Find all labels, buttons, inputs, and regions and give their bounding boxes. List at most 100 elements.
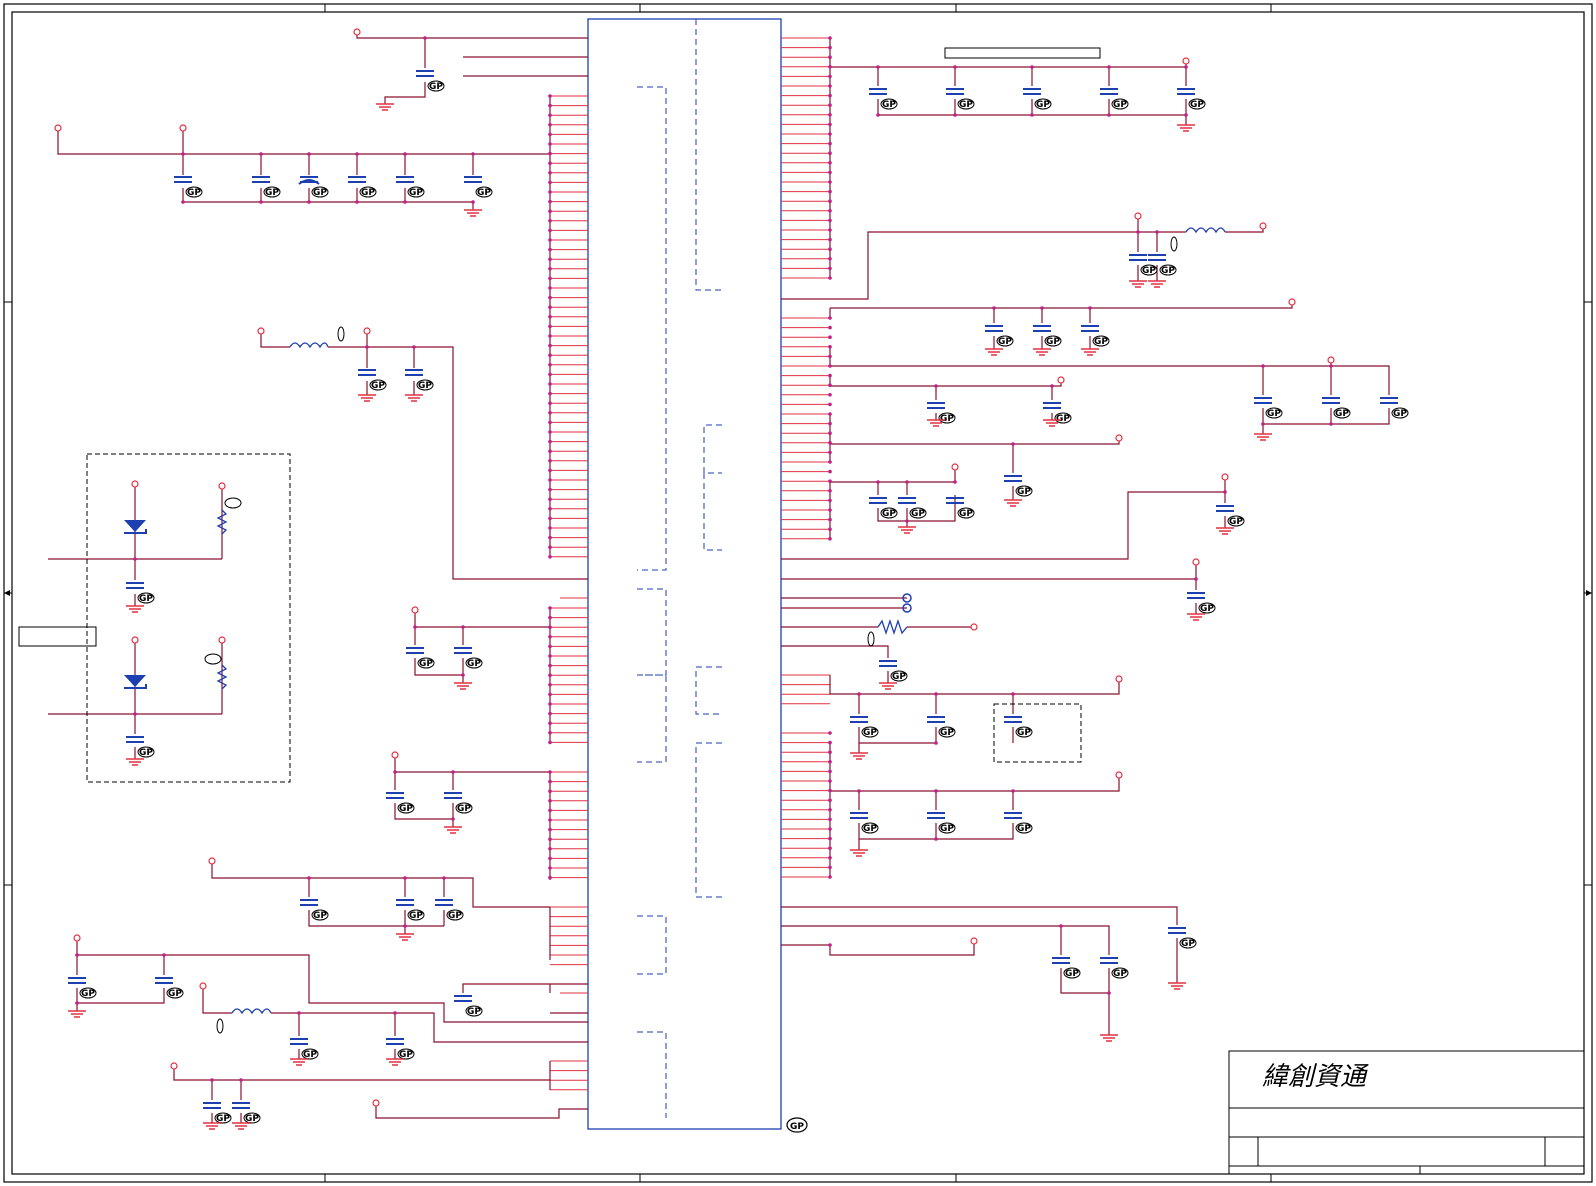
ground [1081, 348, 1099, 356]
power-pin [257, 327, 265, 335]
junction-node [355, 152, 359, 156]
inductor-icon [216, 227, 1226, 1034]
junction-node [548, 420, 552, 425]
capacitor: GP [985, 325, 1014, 347]
capacitor-tag: GP [940, 414, 954, 424]
junction-node [828, 170, 832, 175]
junction-node [828, 276, 832, 280]
junction-node [828, 364, 832, 368]
sheet-border [3, 3, 1593, 1183]
junction-node [413, 625, 417, 629]
junction-node [1050, 384, 1054, 388]
junction-node [239, 1078, 243, 1082]
power-pin [411, 606, 419, 614]
power-pin [73, 934, 81, 942]
capacitor: GP [454, 995, 483, 1017]
junction-node [828, 74, 832, 79]
power-pin [1134, 212, 1142, 220]
capacitor: GP [1033, 325, 1062, 347]
junction-node [181, 200, 185, 204]
capacitor: GP [927, 812, 956, 834]
ground [1129, 280, 1147, 288]
junction-node [1107, 991, 1111, 995]
junction-node [828, 345, 832, 349]
junction-node [548, 401, 552, 406]
junction-node [548, 789, 552, 793]
junction-node [548, 606, 552, 610]
capacitor: GP [1129, 254, 1158, 276]
junction-node [548, 113, 552, 117]
junction-node [1040, 306, 1044, 310]
capacitor-tag: GP [409, 188, 423, 198]
junction-node [548, 103, 552, 108]
junction-node [1011, 442, 1015, 446]
capacitor-tag: GP [1190, 100, 1204, 110]
ground [126, 758, 144, 766]
capacitor: GP [435, 899, 464, 921]
junction-node [828, 325, 832, 330]
junction-node [548, 151, 552, 156]
junction-node [403, 876, 407, 880]
junction-node [548, 478, 552, 482]
capacitor: GP [406, 647, 435, 669]
capacitor-tag: GP [399, 1050, 413, 1060]
capacitor-tag: GP [467, 659, 481, 669]
ground [850, 849, 868, 857]
capacitor: GP [203, 1102, 232, 1124]
junction-node [548, 132, 552, 137]
power-pin-icon [54, 28, 1335, 1107]
junction-node [548, 343, 552, 348]
capacitor-tag: GP [1017, 487, 1031, 497]
ground [358, 394, 376, 402]
junction-node [1011, 789, 1015, 793]
junction-node [548, 526, 552, 530]
junction-node [934, 741, 938, 745]
junction-node [548, 391, 552, 396]
capacitor: GP [358, 369, 387, 391]
junction-node [828, 740, 832, 745]
junction-node [548, 363, 552, 367]
capacitor-tag: GP [371, 381, 385, 391]
power-pin [1288, 298, 1296, 306]
capacitor-tag: GP [448, 911, 462, 921]
junction-node [471, 200, 475, 204]
capacitor: GP [1322, 397, 1351, 419]
junction-node [828, 431, 832, 436]
junction-node [1261, 422, 1265, 426]
junction-node [548, 535, 552, 540]
junction-node [442, 876, 446, 880]
capacitor: GP [290, 1038, 319, 1060]
ground [405, 394, 423, 402]
junction-node [828, 508, 832, 512]
junction-node [461, 673, 465, 677]
test-point-icon [902, 593, 912, 613]
capacitor-tag: GP [361, 188, 375, 198]
capacitor-tag: GP [245, 1114, 259, 1124]
junction-node [828, 199, 832, 203]
net-label-box [18, 47, 1101, 647]
junction-node [548, 180, 552, 185]
power-pin [1192, 558, 1200, 566]
junction-node [548, 545, 552, 549]
junction-node [1107, 65, 1111, 69]
junction-node [828, 479, 832, 484]
ic-right-pins [781, 37, 830, 878]
capacitor: GP [1168, 927, 1197, 949]
junction-node [1155, 230, 1159, 234]
capacitor-tag: GP [418, 381, 432, 391]
ground [68, 1010, 86, 1018]
capacitor: GP [1100, 957, 1129, 979]
junction-node [828, 209, 832, 213]
junction-node [828, 113, 832, 117]
junction-node [548, 459, 552, 463]
junction-node [548, 382, 552, 386]
capacitor-tag: GP [863, 728, 877, 738]
junction-node [828, 856, 832, 860]
junction-node [548, 372, 552, 377]
ground-icon [68, 103, 1272, 1130]
junction-node [75, 953, 79, 957]
junction-node [548, 305, 552, 310]
junction-node [828, 769, 832, 774]
capacitor: GP [1187, 592, 1216, 614]
junction-node [934, 692, 938, 696]
